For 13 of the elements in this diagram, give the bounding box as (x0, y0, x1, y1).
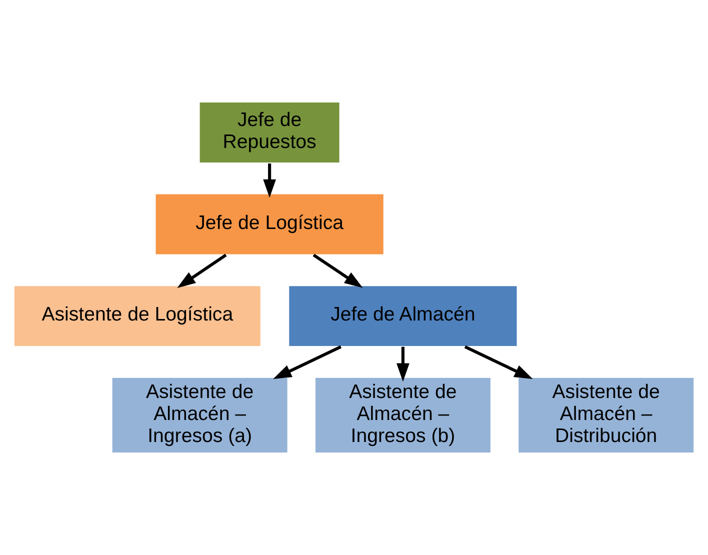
arrow (464, 345, 533, 380)
node-box: Asistente de Almacén – Distribución (517, 376, 695, 454)
node-box: Jefe de Almacén (288, 284, 518, 348)
node-box: Jefe de Logística (154, 193, 385, 256)
arrow (312, 254, 363, 288)
arrow (396, 346, 410, 382)
node-box: Asistente de Almacén – Ingresos (a) (111, 376, 289, 454)
arrow (177, 254, 227, 288)
node-box: Asistente de Logística (13, 284, 262, 348)
node-box: Jefe de Repuestos (198, 101, 341, 164)
arrow (263, 163, 276, 198)
arrow (273, 345, 342, 380)
node-box: Asistente de Almacén – Ingresos (b) (314, 376, 492, 454)
